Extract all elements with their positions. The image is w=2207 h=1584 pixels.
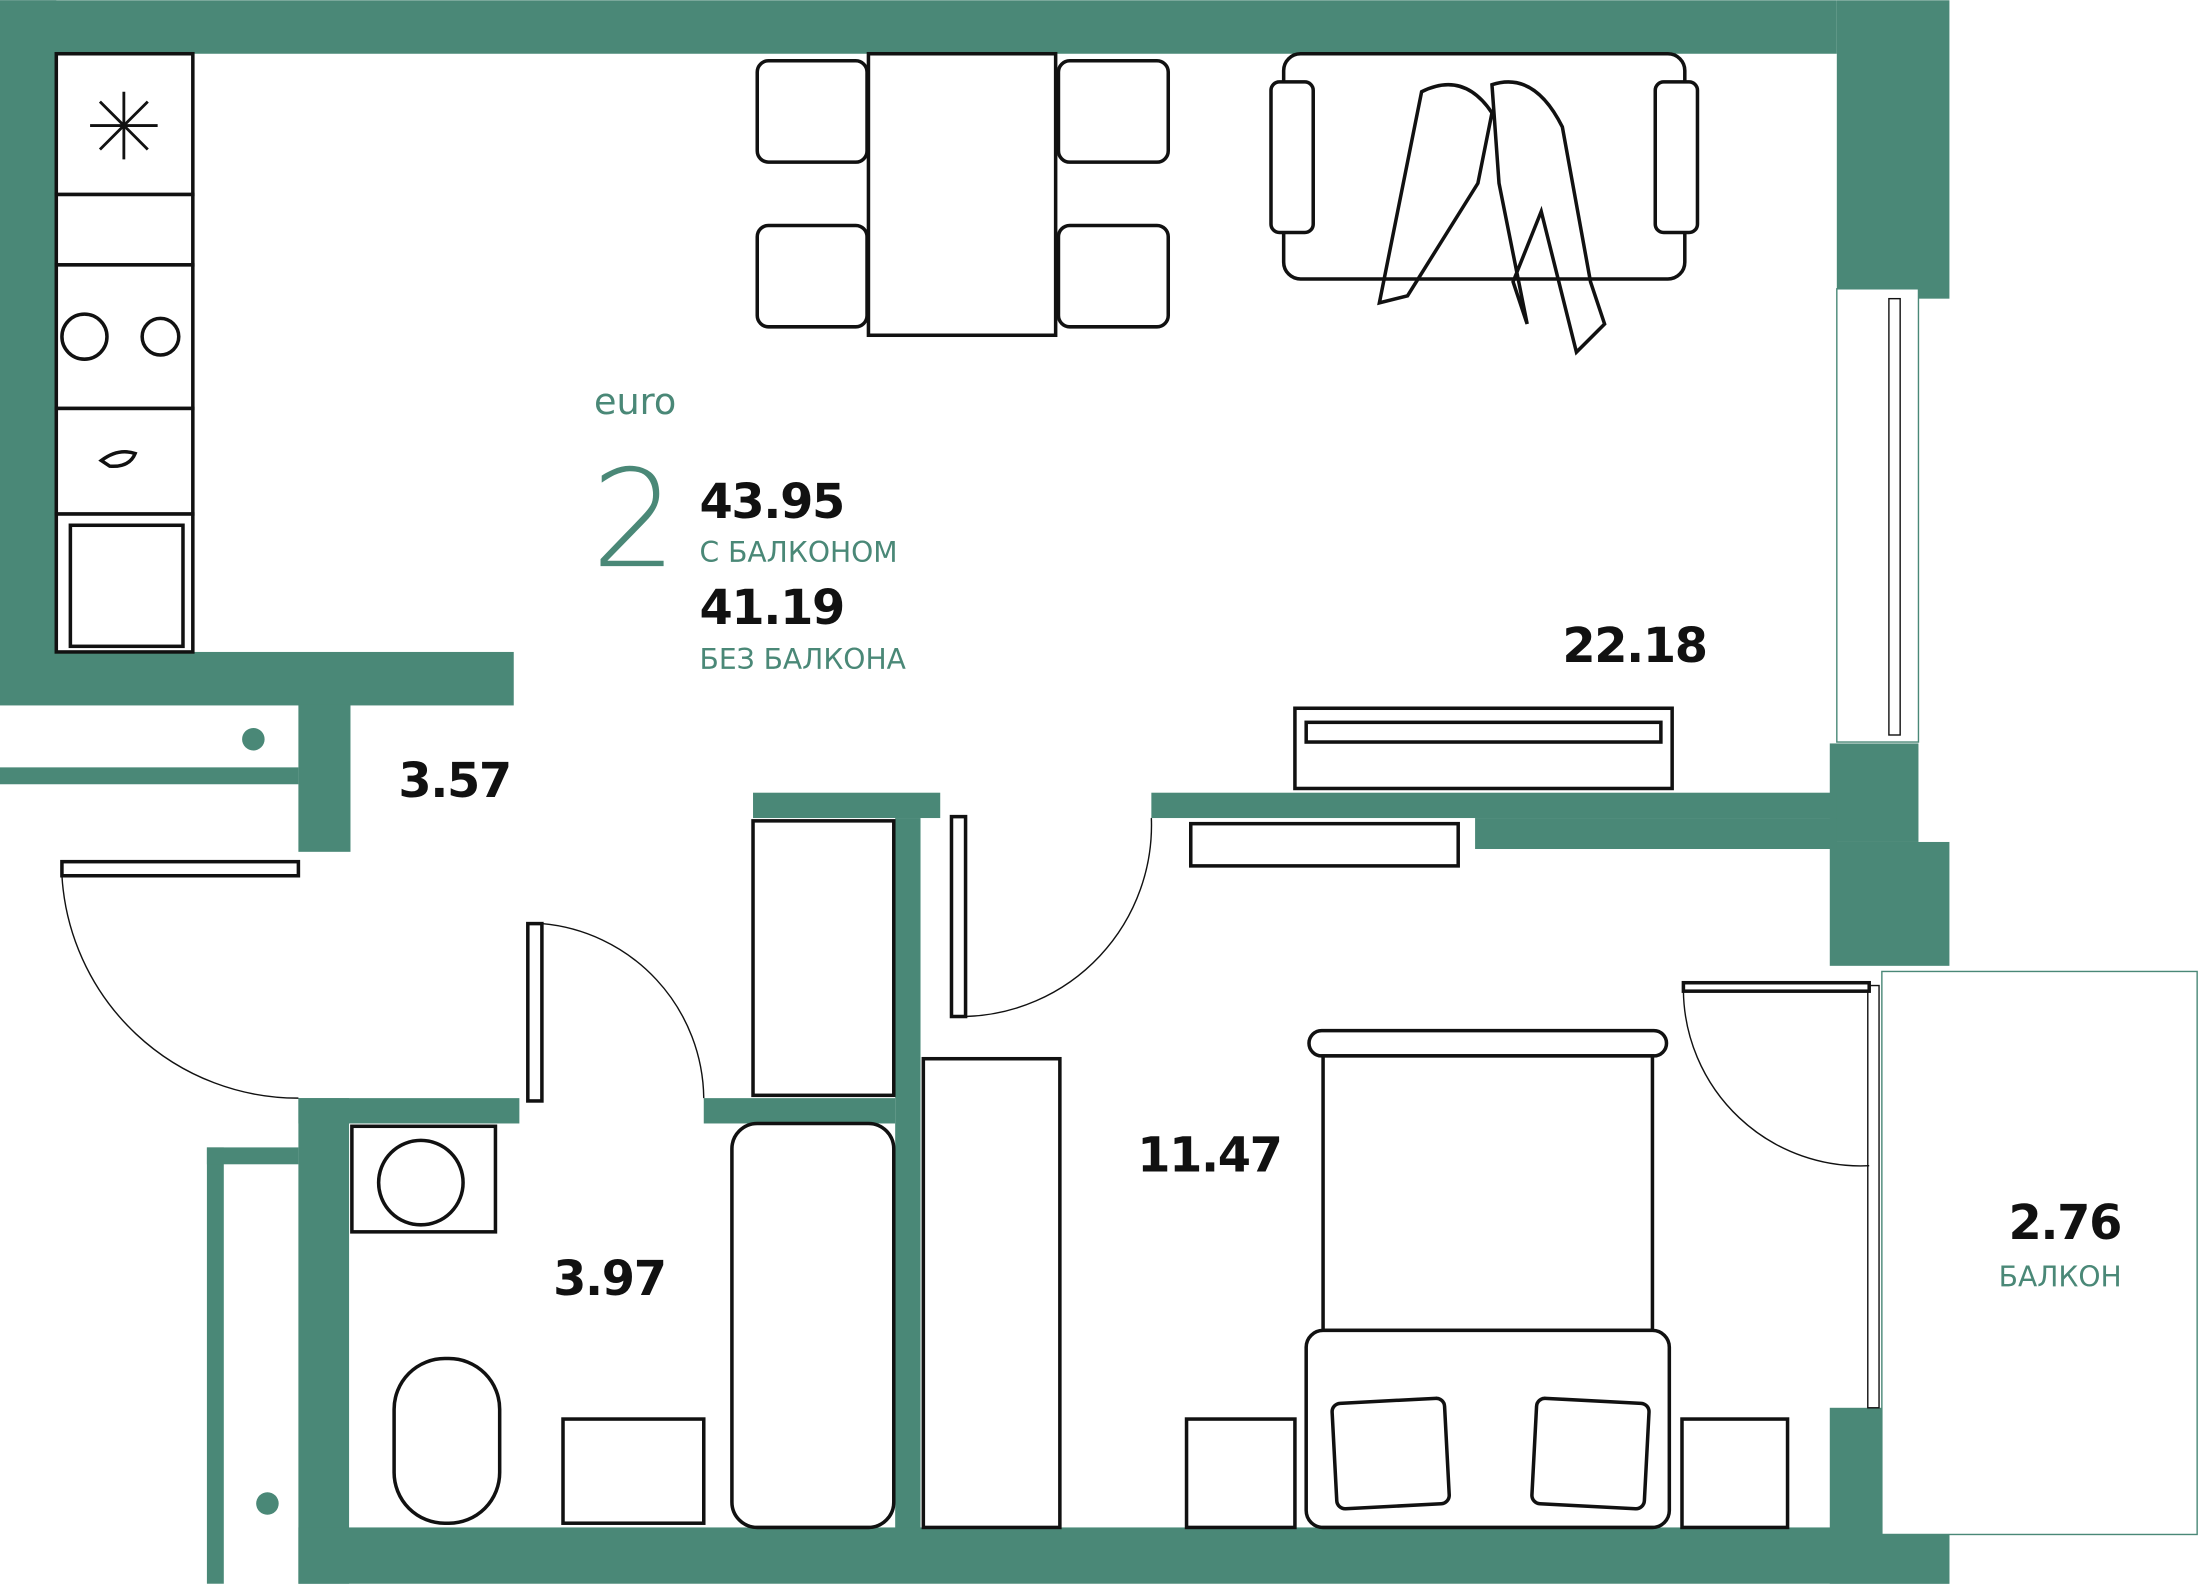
balcony-caption: БАЛКОН (1999, 1261, 2122, 1294)
snowflake-icon (90, 91, 158, 160)
apartment-summary: euro 2 43.95 С БАЛКОНОМ 41.19 БЕЗ БАЛКОН… (591, 380, 906, 676)
doors (60, 814, 1871, 1167)
bathroom-fixtures (350, 1121, 896, 1530)
sofa (1269, 51, 1700, 356)
tv-stand (1189, 706, 1674, 868)
bed (1184, 1028, 1790, 1530)
windows (1836, 288, 2198, 1536)
room-labels: 22.18 3.57 3.97 11.47 2.76 БАЛКОН (398, 619, 2122, 1307)
total-area-caption: С БАЛКОНОМ (700, 536, 898, 569)
kitchen-unit (54, 51, 195, 654)
walls (0, 0, 1950, 1584)
room-area-living: 22.18 (1562, 619, 1706, 674)
wardrobes (751, 819, 1062, 1530)
area-without-balcony: 41.19 (700, 581, 844, 636)
room-area-bedroom: 11.47 (1137, 1128, 1281, 1183)
dining-table (755, 51, 1171, 338)
area-without-balcony-caption: БЕЗ БАЛКОНА (700, 643, 907, 676)
misc-dots (242, 727, 279, 1515)
rooms-count: 2 (591, 441, 677, 598)
room-area-bathroom: 3.97 (553, 1252, 665, 1307)
room-area-balcony: 2.76 (2009, 1196, 2121, 1251)
room-area-hall: 3.57 (398, 754, 510, 809)
total-area: 43.95 (700, 475, 844, 530)
apartment-type-label: euro (594, 380, 676, 423)
